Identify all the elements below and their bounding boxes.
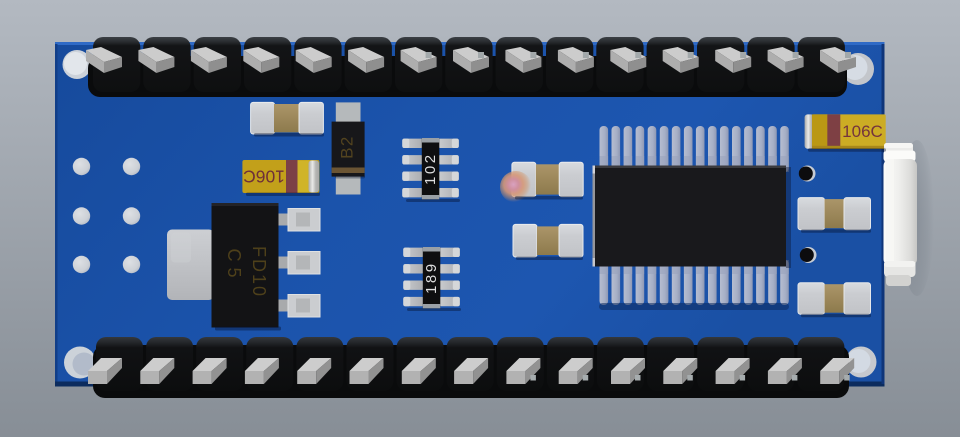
svg-text:189: 189 (423, 261, 440, 294)
svg-text:B2: B2 (338, 135, 357, 159)
svg-text:C5: C5 (224, 248, 244, 283)
svg-text:FD10: FD10 (249, 246, 269, 298)
svg-text:102: 102 (422, 152, 439, 185)
svg-text:106C: 106C (243, 167, 285, 187)
svg-text:106C: 106C (842, 122, 883, 141)
